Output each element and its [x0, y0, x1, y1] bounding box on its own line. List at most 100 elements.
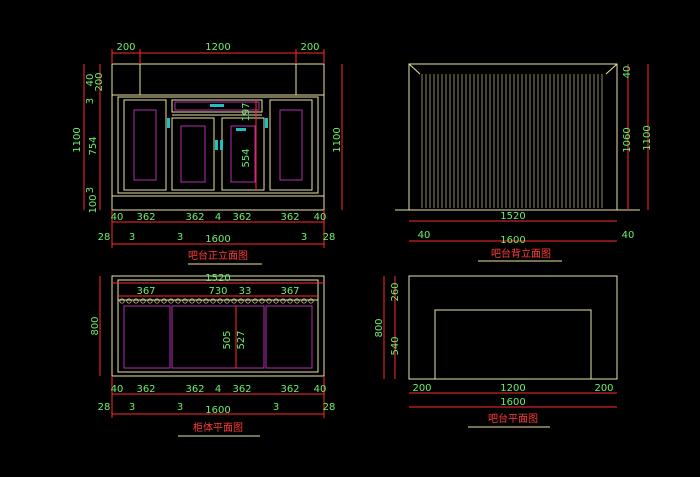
front-top-dim-right: 200	[300, 42, 319, 53]
front-bottom-dim2: 3	[177, 232, 183, 243]
door-3-panel	[230, 125, 256, 183]
plan-edge-mark	[280, 298, 286, 304]
front-right-dim-total: 1100	[332, 127, 343, 152]
front-left-dim-754: 754	[88, 136, 99, 155]
plan-edge-mark	[168, 298, 174, 304]
plan-edge-mark	[119, 298, 125, 304]
plan-edge-mark	[259, 298, 265, 304]
plan-title: 柜体平面图	[193, 421, 243, 434]
plan-edge-mark	[203, 298, 209, 304]
front-bottom-dim2: 3	[301, 232, 307, 243]
front-left-dim-3b: 3	[85, 187, 96, 193]
topplan-bottom-left: 200	[412, 383, 431, 394]
door-3	[221, 117, 265, 191]
front-bottom-dim2: 28	[98, 232, 111, 243]
back-title: 吧台背立面图	[491, 247, 551, 260]
plan-inner-outline	[117, 279, 319, 373]
door-handle-icon	[236, 128, 246, 131]
front-bottom-dim2: 28	[323, 232, 336, 243]
back-elevation: 40 1060 1100 1520 40 1600 40 吧台背立面图	[395, 63, 653, 262]
topplan-total: 1600	[500, 397, 525, 408]
plan-edge-mark	[273, 298, 279, 304]
front-bottom-dim2: 3	[129, 232, 135, 243]
front-title: 吧台正立面图	[188, 249, 248, 262]
cabinet-plan: 1520 367 730 33 367 800 505 527 40 362 3…	[90, 273, 335, 437]
plan-edge-mark	[224, 298, 230, 304]
plan-edge-mark	[196, 298, 202, 304]
plan-bay-1	[123, 305, 171, 369]
plan-edge-mark	[266, 298, 272, 304]
plan-edge-mark	[308, 298, 314, 304]
door-handle-icon	[265, 118, 268, 128]
topplan-left-260: 260	[390, 282, 401, 301]
plan-edge-mark	[140, 298, 146, 304]
front-door-frame	[117, 96, 319, 194]
plan-edge-mark	[189, 298, 195, 304]
plan-bottom-dim: 362	[232, 384, 251, 395]
front-left-dim-200: 200	[94, 72, 105, 91]
front-inner-dim-a: 197	[241, 102, 252, 121]
back-left-small: 40	[418, 230, 431, 241]
back-right-dim-1060: 1060	[622, 127, 633, 152]
back-width-dim: 1520	[500, 211, 525, 222]
plan-edge-mark	[147, 298, 153, 304]
plan-edge-mark	[231, 298, 237, 304]
plan-edge-mark	[245, 298, 251, 304]
plan-bottom-dim: 40	[111, 384, 124, 395]
plan-edge-mark	[294, 298, 300, 304]
back-total: 1600	[500, 235, 525, 246]
plan-bay-3	[265, 305, 313, 369]
plan-bottom-dim: 40	[314, 384, 327, 395]
back-right-total: 1100	[642, 125, 653, 150]
front-top-dim-left: 200	[116, 42, 135, 53]
plan-edge-mark	[126, 298, 132, 304]
back-corner	[605, 63, 618, 75]
plan-outline	[111, 275, 325, 377]
door-handle-icon	[220, 140, 223, 150]
topplan-left-540: 540	[390, 336, 401, 355]
plan-top-dim: 33	[239, 286, 252, 297]
plan-edge-mark	[287, 298, 293, 304]
plan-bottom-dim2: 3	[273, 402, 279, 413]
front-bottom-total: 1600	[205, 234, 230, 245]
door-handle-icon	[215, 140, 218, 150]
back-slats	[421, 74, 603, 208]
front-bottom-dim: 362	[185, 212, 204, 223]
back-right-dim-40: 40	[622, 66, 633, 79]
front-left-dim-40: 40	[85, 74, 96, 87]
door-4-panel	[279, 109, 303, 181]
topplan-bottom-mid: 1200	[500, 383, 525, 394]
plan-top-dim: 730	[208, 286, 227, 297]
back-right-small: 40	[622, 230, 635, 241]
plan-bottom-dim2: 28	[98, 402, 111, 413]
front-left-dim-100: 100	[88, 194, 99, 213]
plan-top-dim: 367	[136, 286, 155, 297]
plan-top-total: 1520	[205, 273, 230, 284]
plan-edge-mark	[210, 298, 216, 304]
front-inner-dim-b: 554	[241, 148, 252, 167]
front-bottom-dim: 40	[314, 212, 327, 223]
topplan-inner	[434, 309, 592, 380]
counter-top-plan: 260 800 540 200 1200 200 1600 吧台平面图	[374, 275, 618, 428]
front-bottom-dim: 362	[136, 212, 155, 223]
plan-bottom-dim: 362	[280, 384, 299, 395]
topplan-title: 吧台平面图	[488, 412, 538, 425]
plan-inner-dim-a: 505	[222, 330, 233, 349]
plan-top-dim: 367	[280, 286, 299, 297]
topplan-bottom-right: 200	[594, 383, 613, 394]
plan-edge-mark	[154, 298, 160, 304]
front-bottom-dim: 362	[232, 212, 251, 223]
front-drawer	[171, 99, 263, 113]
plan-left-dim: 800	[90, 316, 101, 335]
back-corner	[408, 63, 421, 75]
front-bottom-dim: 4	[215, 212, 221, 223]
plan-edge-mark	[252, 298, 258, 304]
topplan-left-total: 800	[374, 318, 385, 337]
front-drawer-inner	[174, 101, 260, 111]
plan-edge-mark	[238, 298, 244, 304]
front-bottom-dim: 362	[280, 212, 299, 223]
plan-bottom-total: 1600	[205, 405, 230, 416]
front-elevation: 200 1200 200 40 3 200 754 3 100 1100 110…	[72, 42, 343, 265]
